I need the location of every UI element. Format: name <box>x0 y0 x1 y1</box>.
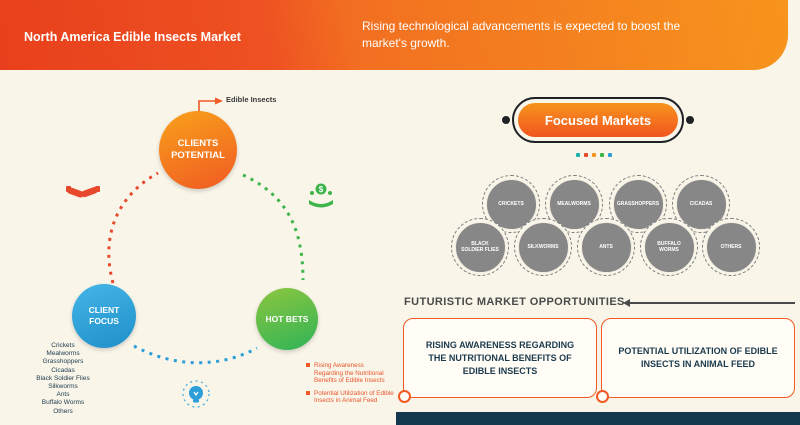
list-item: Buffalo Worms <box>41 399 85 407</box>
bullet-square-icon <box>306 363 310 367</box>
market-circle-label: OTHERS <box>705 221 757 273</box>
arrowhead <box>215 97 223 105</box>
red-dotted-arc <box>107 171 159 284</box>
dot-teal-icon <box>576 153 580 157</box>
opportunity-box: POTENTIAL UTILIZATION OF EDIBLE INSECTS … <box>596 318 795 403</box>
market-circle-label: CICADAS <box>675 178 727 230</box>
market-circle-label: ANTS <box>580 221 632 273</box>
client-focus-list: Crickets Mealworms Grasshoppers Cicadas … <box>16 342 110 416</box>
svg-text:$: $ <box>319 185 324 194</box>
market-circle-label: BLACK SOLDIER FLIES <box>454 221 506 273</box>
market-circle-label: SILKWORMS <box>517 221 569 273</box>
edible-insects-arrow <box>198 100 215 113</box>
market-circle-label: BUFFALO WORMS <box>643 221 695 273</box>
list-item: Mealworms <box>46 350 80 358</box>
bullet-square-icon <box>306 390 310 395</box>
page-title: North America Edible Insects Market <box>24 30 241 44</box>
node-hot-bets: HOT BETS <box>256 288 318 350</box>
node-clients-potential: CLIENTS POTENTIAL <box>159 111 237 189</box>
list-item: Rising Awareness Regarding the Nutrition… <box>306 362 394 385</box>
list-item: Crickets <box>51 342 75 349</box>
node-client-focus: CLIENT FOCUS <box>72 284 136 348</box>
hot-bets-list: Rising Awareness Regarding the Nutrition… <box>306 362 394 410</box>
list-item: Black Soldier Flies <box>36 374 90 382</box>
footer-bar <box>396 412 800 425</box>
hot-bets-item-text: Rising Awareness Regarding the Nutrition… <box>314 362 385 385</box>
market-circle: SILKWORMS <box>514 218 572 276</box>
list-item: Potential Utilization of Edible Insects … <box>306 390 394 405</box>
market-circle: OTHERS <box>702 218 760 276</box>
lightbulb-icon <box>182 380 210 408</box>
dot-red-icon <box>584 153 588 157</box>
dot-blue-icon <box>608 153 612 157</box>
list-item: Ants <box>56 391 70 399</box>
opportunity-box: RISING AWARENESS REGARDING THE NUTRITION… <box>398 318 597 403</box>
market-circle: BUFFALO WORMS <box>640 218 698 276</box>
list-item: Grasshoppers <box>42 358 84 366</box>
green-dotted-arc <box>242 173 305 281</box>
money-hand-icon: $ <box>309 183 333 208</box>
dot-green-icon <box>600 153 604 157</box>
diagram-arcs <box>107 97 305 365</box>
market-circle: BLACK SOLDIER FLIES <box>451 218 509 276</box>
blue-dotted-arc <box>133 344 258 365</box>
market-circle: ANTS <box>577 218 635 276</box>
edible-insects-label: Edible Insects <box>226 95 277 104</box>
focused-markets-badge: Focused Markets <box>502 97 694 143</box>
dot-orange-icon <box>592 153 596 157</box>
opportunities-heading: FUTURISTIC MARKET OPPORTUNITIES <box>404 296 625 308</box>
end-dot-icon <box>686 116 694 124</box>
color-dots-row <box>576 153 612 157</box>
handshake-icon <box>66 186 100 198</box>
hot-bets-item-text: Potential Utilization of Edible Insects … <box>314 389 394 405</box>
header-banner: North America Edible Insects Market Risi… <box>0 0 788 70</box>
list-item: Cicadas <box>51 366 75 374</box>
header-subtitle: Rising technological advancements is exp… <box>362 19 681 50</box>
end-dot-icon <box>502 116 510 124</box>
list-item: Silkworms <box>48 383 78 391</box>
list-item: Others <box>53 407 73 415</box>
focused-markets-title: Focused Markets <box>518 103 678 137</box>
left-arrow-line-icon <box>623 299 795 306</box>
